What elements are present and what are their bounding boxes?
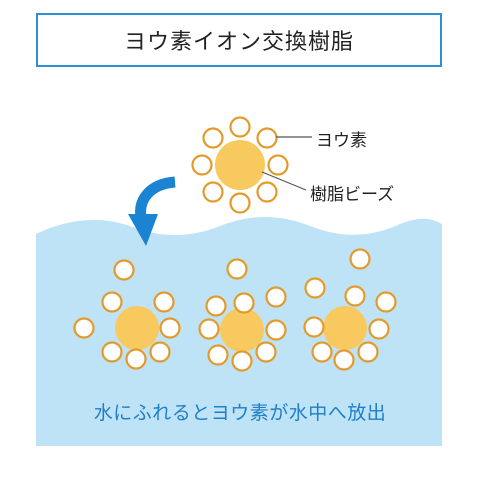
resin-bead-submerged xyxy=(198,292,287,372)
resin-beads-label: 樹脂ビーズ xyxy=(310,185,395,205)
caption: 水にふれるとヨウ素が水中へ放出 xyxy=(93,402,387,424)
resin-leader-line xyxy=(261,171,307,191)
curved-arrow-down-icon xyxy=(128,176,176,246)
title-box: ヨウ素イオン交換樹脂 xyxy=(36,13,442,67)
resin-bead-submerged xyxy=(73,291,181,370)
released-iodine-particles xyxy=(113,248,371,308)
resin-bead-legend xyxy=(191,116,289,214)
resin-bead-submerged xyxy=(303,285,397,371)
diagram-title: ヨウ素イオン交換樹脂 xyxy=(123,30,354,55)
iodine-label: ヨウ素 xyxy=(316,131,367,151)
